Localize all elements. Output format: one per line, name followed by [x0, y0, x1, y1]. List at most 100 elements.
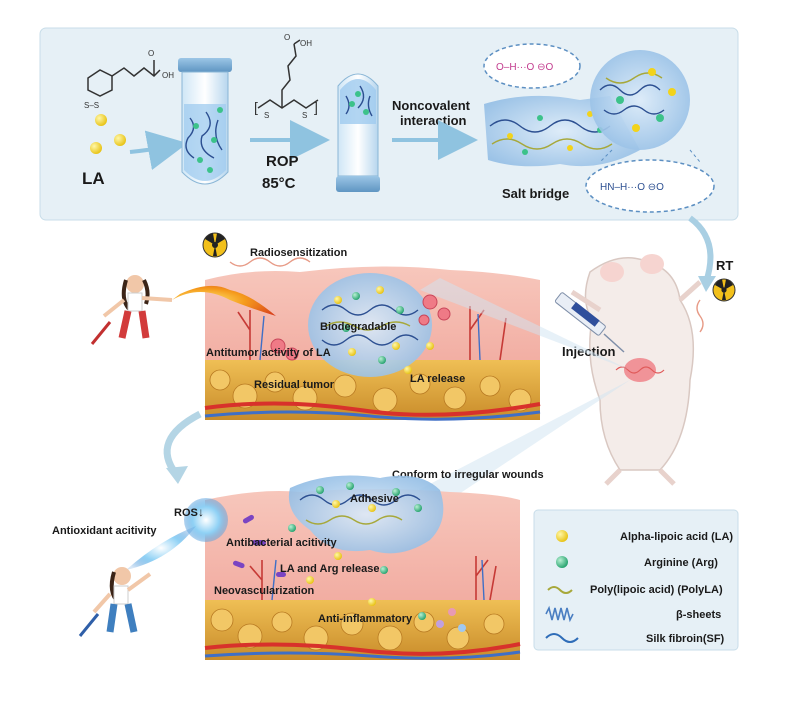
ice-warrior-figure: [78, 498, 228, 637]
antioxidant-label: Antioxidant acitivity: [52, 525, 157, 537]
legend-label: β-sheets: [676, 609, 721, 621]
legend-background: [533, 509, 739, 651]
lipoic-acid-structure: S–S O OH: [84, 49, 174, 110]
la-label: LA: [82, 169, 105, 188]
legend-label: Poly(lipoic acid) (PolyLA): [590, 584, 723, 596]
wound-skin-block: Conform to irregular wounds: [204, 469, 544, 660]
fire-warrior-figure: [90, 275, 276, 345]
radiation-icon: [202, 232, 228, 258]
svg-text:]: ]: [314, 99, 318, 115]
blue-wave-icon: [545, 633, 579, 643]
arg-molecules: [342, 292, 404, 364]
green-dot-icon: [556, 556, 568, 568]
immune-cells: [436, 608, 466, 632]
tube-liquid: [184, 104, 226, 181]
la-ss-label: S–S: [84, 101, 99, 110]
beam-to-wound-block: [380, 380, 630, 520]
antibacterial-label: Antibacterial acitivity: [226, 537, 338, 549]
poly-s-label-1: S: [264, 111, 269, 120]
arrow-tumor-to-wound: [163, 410, 202, 477]
legend-item-arg: Arginine (Arg): [556, 556, 718, 569]
tube-1: [178, 58, 232, 185]
saltbridge-text: HN–H···O ⊖O: [600, 182, 664, 193]
tumor-skin-block: Radiosensitization: [202, 232, 541, 421]
biodegradable-label: Biodegradable: [320, 321, 396, 333]
blue-zigzag-icon: [545, 605, 574, 623]
sword: [78, 613, 100, 637]
olive-wave-icon: [547, 586, 573, 594]
antitumor-label: Antitumor activity of LA: [206, 347, 331, 359]
ros-burst: [184, 498, 228, 542]
temperature-label: 85°C: [262, 175, 296, 192]
la-o-label: O: [148, 49, 154, 58]
la-arg-release-label: LA and Arg release: [280, 563, 379, 575]
mouse-ear: [600, 262, 624, 282]
fat-cells: [210, 608, 505, 651]
yellow-dot-icon: [556, 530, 568, 542]
la-dot: [95, 114, 107, 126]
radiation-icon: [712, 278, 736, 302]
salt-bridge-label: Salt bridge: [502, 186, 569, 201]
la-dot: [90, 142, 102, 154]
noncovalent-label-line1: Noncovalent: [392, 98, 471, 113]
legend-item-beta-sheets: β-sheets: [545, 605, 721, 623]
conform-label: Conform to irregular wounds: [392, 469, 544, 481]
ros-down-arrow: ↓: [198, 505, 204, 519]
arrow-la-to-tube: [129, 130, 188, 170]
mouse-figure: [554, 254, 702, 486]
rop-label: ROP: [266, 153, 299, 170]
hydrogel-network: [484, 50, 690, 167]
la-molecules: [306, 500, 376, 606]
arg-molecules: [288, 482, 426, 620]
legend-item-silk-fibroin: Silk fibroin(SF): [545, 633, 725, 645]
ice-blast: [126, 526, 196, 570]
bacteria-icons: [232, 514, 286, 577]
tube-2-inverted: [336, 73, 380, 192]
tube-cap: [336, 176, 380, 192]
fire-blast: [172, 285, 276, 316]
noncovalent-label-line2: interaction: [400, 113, 467, 128]
zoom-circle: [590, 50, 690, 150]
tumor-cells: [270, 294, 451, 361]
residual-tumor-label: Residual tumor: [254, 379, 335, 391]
la-dot: [114, 134, 126, 146]
warrior-head: [113, 567, 131, 585]
adhesive-label: Adhesive: [350, 493, 399, 505]
syringe-icon: [554, 292, 625, 353]
radiation-wave: [229, 257, 311, 267]
salt-bridge-callout: HN–H···O ⊖O: [585, 149, 715, 213]
la-molecules: [90, 114, 126, 154]
sword: [90, 321, 112, 345]
la-molecules: [334, 286, 434, 374]
legend-item-la: Alpha-lipoic acid (LA): [556, 530, 733, 543]
blood-vessel-red: [204, 401, 541, 417]
beam-to-tumor-block: [420, 278, 630, 370]
ros-label: ROS: [174, 507, 198, 519]
la-release-label: LA release: [410, 373, 465, 385]
legend-label: Silk fibroin(SF): [646, 633, 725, 645]
radiosensitization-label: Radiosensitization: [250, 247, 347, 259]
warrior-torso: [113, 585, 129, 605]
warrior-head: [126, 275, 144, 293]
legend-label: Alpha-lipoic acid (LA): [620, 531, 733, 543]
blood-vessel-red: [204, 642, 521, 656]
legend-item-polyla: Poly(lipoic acid) (PolyLA): [547, 584, 723, 596]
legend-label: Arginine (Arg): [644, 557, 718, 569]
poly-s-label-2: S: [302, 111, 307, 120]
synthesis-panel: S–S O OH LA O OH S: [39, 27, 739, 221]
anti-inflammatory-label: Anti-inflammatory: [318, 613, 413, 625]
tube-cap: [178, 58, 232, 72]
arrow-panel-to-mouse: [688, 215, 714, 283]
warrior-torso: [127, 292, 143, 312]
blood-vessel-blue: [204, 410, 541, 421]
tube-gel: [340, 79, 376, 124]
poly-o-label: O: [284, 33, 290, 42]
hydrogen-bond-callout: O–H···O ⊖O: [483, 43, 581, 89]
mouse-ear: [640, 254, 664, 274]
poly-oh-label: OH: [300, 39, 312, 48]
legend: Alpha-lipoic acid (LA) Arginine (Arg) Po…: [533, 509, 739, 651]
neovascularization-label: Neovascularization: [214, 585, 315, 597]
rt-label: RT: [716, 258, 733, 273]
polylipoic-structure: O OH S S [ ]: [254, 33, 319, 120]
